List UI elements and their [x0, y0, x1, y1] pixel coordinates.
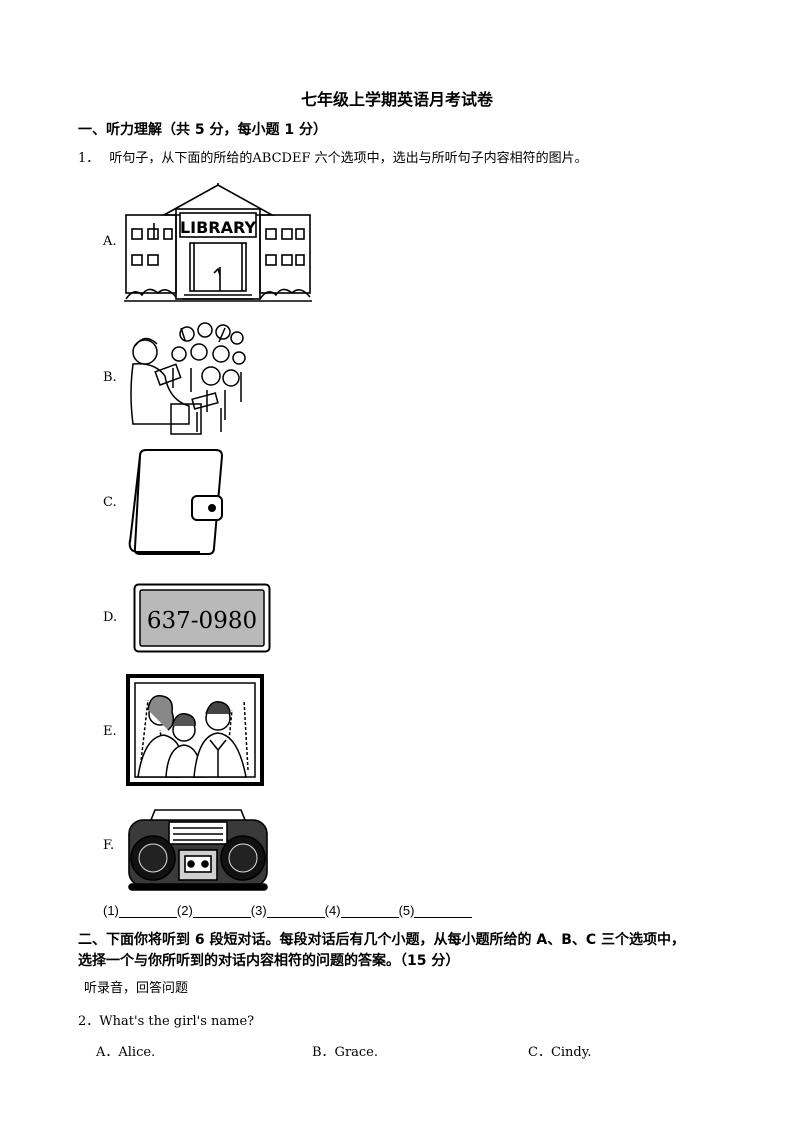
choice-a[interactable]: A．Alice.	[96, 1045, 156, 1060]
section2-heading: 二、下面你将听到 6 段短对话。每段对话后有几个小题，从每小题所给的 A、B、C…	[78, 930, 768, 972]
radio-picture	[128, 809, 268, 891]
question-2-number: 2．	[78, 1014, 100, 1029]
wallet-picture	[128, 449, 224, 555]
blank-2-input[interactable]	[192, 904, 251, 918]
option-c-letter: C.	[103, 495, 117, 510]
choice-c[interactable]: C．Cindy.	[528, 1045, 592, 1060]
library-sign: LIBRARY	[180, 218, 256, 237]
library-picture: LIBRARY	[124, 183, 312, 302]
blank-2-label: (2)	[176, 903, 193, 918]
option-d-letter: D.	[103, 610, 118, 625]
option-f-letter: F.	[103, 838, 115, 853]
blank-3-label: (3)	[250, 903, 267, 918]
section2-heading-line2: 选择一个与你所听到的对话内容相符的问题的答案。（15 分）	[78, 953, 460, 969]
blank-1-input[interactable]	[118, 904, 177, 918]
question-2-text: What's the girl's name?	[99, 1014, 255, 1029]
phone-number-text: 637-0980	[147, 608, 257, 634]
blank-5-label: (5)	[398, 903, 415, 918]
option-e-letter: E.	[103, 724, 117, 739]
option-b-letter: B.	[103, 370, 117, 385]
answer-blanks: (1) (2) (3) (4) (5)	[103, 903, 473, 918]
classroom-picture	[130, 322, 246, 435]
blank-4-label: (4)	[324, 903, 341, 918]
section2-heading-line1: 二、下面你将听到 6 段短对话。每段对话后有几个小题，从每小题所给的 A、B、C…	[78, 932, 686, 948]
option-a-letter: A.	[103, 234, 117, 249]
choice-b[interactable]: B．Grace.	[312, 1045, 379, 1060]
blank-1-label: (1)	[103, 903, 119, 918]
phone-number-picture: 637-0980	[133, 583, 271, 653]
section2-instruction: 听录音，回答问题	[84, 981, 189, 996]
question-2: 2．What's the girl's name?	[78, 1010, 254, 1029]
blank-5-input[interactable]	[414, 904, 473, 918]
family-photo-picture	[126, 674, 264, 786]
section1-heading: 一、听力理解（共 5 分，每小题 1 分）	[78, 122, 327, 138]
page-title: 七年级上学期英语月考试卷	[300, 90, 493, 109]
blank-3-input[interactable]	[266, 904, 325, 918]
question-1-text: 听句子，从下面的所给的ABCDEF 六个选项中，选出与所听句子内容相符的图片。	[109, 151, 588, 166]
question-1-number: 1．	[78, 151, 100, 166]
question-1: 1． 听句子，从下面的所给的ABCDEF 六个选项中，选出与所听句子内容相符的图…	[78, 147, 588, 166]
blank-4-input[interactable]	[340, 904, 399, 918]
